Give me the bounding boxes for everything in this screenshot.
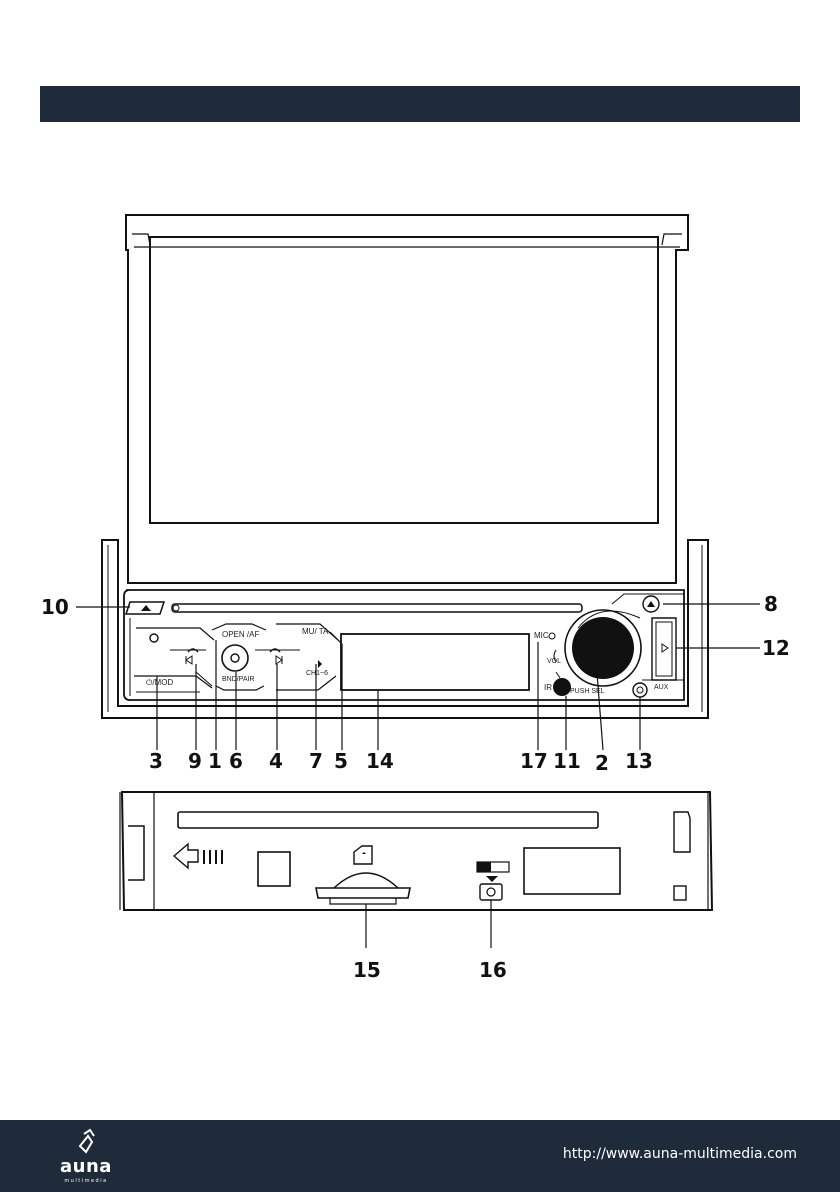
page-footer: auna multimedia http://www.auna-multimed… (0, 1120, 840, 1192)
device-diagram: OPEN /AF BND/PAIR ⏻/MOD MU/ TA CH1~6 MIC… (0, 0, 840, 1000)
callout-17: 17 (520, 751, 548, 771)
label-push-sel: PUSH SEL (570, 688, 605, 695)
label-aux: AUX (654, 684, 668, 691)
callout-6: 6 (229, 751, 243, 771)
brand-logo: auna multimedia (44, 1128, 134, 1186)
callout-15: 15 (353, 960, 381, 980)
label-mic: MIC (534, 632, 549, 640)
callout-7: 7 (309, 751, 323, 771)
brand-name: auna (44, 1156, 128, 1177)
callout-9: 9 (188, 751, 202, 771)
callout-16: 16 (479, 960, 507, 980)
footer-website-link[interactable]: http://www.auna-multimedia.com (563, 1146, 797, 1162)
callout-4: 4 (269, 751, 283, 771)
callout-3: 3 (149, 751, 163, 771)
callout-10: 10 (41, 597, 69, 617)
label-ch: CH1~6 (306, 670, 328, 677)
label-ir: IR (544, 684, 552, 692)
callout-11: 11 (553, 751, 581, 771)
callout-14: 14 (366, 751, 394, 771)
label-vol: VOL (547, 658, 561, 665)
callout-8: 8 (764, 594, 778, 614)
callout-5: 5 (334, 751, 348, 771)
label-open-af: OPEN /AF (222, 631, 259, 639)
callout-12: 12 (762, 638, 790, 658)
label-bnd-pair: BND/PAIR (222, 676, 255, 683)
brand-subtitle: multimedia (44, 1178, 128, 1184)
label-mu-ta: MU/ TA (302, 628, 328, 636)
callout-2: 2 (595, 753, 609, 773)
callout-1: 1 (208, 751, 222, 771)
label-mod: ⏻/MOD (146, 679, 173, 687)
brand-mark-icon (44, 1128, 128, 1158)
device-illustration (0, 0, 840, 1000)
callout-13: 13 (625, 751, 653, 771)
